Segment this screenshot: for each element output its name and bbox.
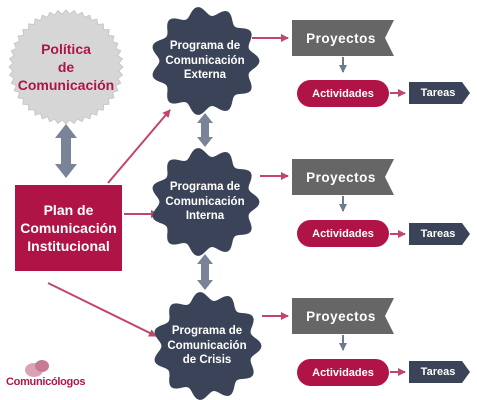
brand-logo-text: Comunicólogos xyxy=(6,376,86,388)
plan-box xyxy=(15,185,122,271)
actividades-label: Actividades xyxy=(312,227,374,240)
logo-bubbles-icon xyxy=(25,360,49,377)
program-label-line: Programa de xyxy=(169,181,241,194)
arrow-plan-to-externa xyxy=(107,109,171,184)
program-label-line: Comunicación xyxy=(165,54,245,67)
plan-title: Plan de Comunicación Institucional xyxy=(15,185,122,271)
policy-title: Política de Comunicación xyxy=(13,32,119,102)
program-label-interna: Programa de Comunicación Interna xyxy=(158,176,252,228)
proyectos-banner-1 xyxy=(292,20,394,56)
tareas-label: Tareas xyxy=(420,228,456,240)
program-label-line: Externa xyxy=(183,69,227,82)
tareas-label: Tareas xyxy=(420,87,456,99)
double-arrow-externa-interna xyxy=(197,113,213,147)
proyectos-label: Proyectos xyxy=(306,308,376,324)
policy-title-line: Política xyxy=(41,41,91,57)
proyectos-banner-3 xyxy=(292,298,394,334)
program-label-line: de Crisis xyxy=(182,354,232,367)
program-cloud-externa xyxy=(152,7,260,115)
program-label-crisis: Programa de Comunicación de Crisis xyxy=(160,320,254,372)
program-label-line: Programa de xyxy=(171,325,243,338)
tareas-tag-3 xyxy=(409,361,470,383)
proyectos-banner-2 xyxy=(292,159,394,195)
actividades-pill-1 xyxy=(297,80,389,107)
tareas-label: Tareas xyxy=(420,366,456,378)
tareas-tag-1 xyxy=(409,82,470,104)
proyectos-label: Proyectos xyxy=(306,169,376,185)
program-label-externa: Programa de Comunicación Externa xyxy=(158,35,252,87)
actividades-label: Actividades xyxy=(312,366,374,379)
actividades-pill-2 xyxy=(297,220,389,247)
program-cloud-crisis xyxy=(154,292,262,400)
plan-title-line: Institucional xyxy=(27,238,110,254)
tareas-tag-2 xyxy=(409,223,470,245)
proyectos-label: Proyectos xyxy=(306,30,376,46)
program-label-line: Programa de xyxy=(169,40,241,53)
plan-title-line: Comunicación xyxy=(20,220,117,236)
double-arrow-policy-plan xyxy=(55,124,77,178)
arrow-plan-to-crisis xyxy=(47,282,157,337)
actividades-pill-3 xyxy=(297,359,389,386)
actividades-label: Actividades xyxy=(312,87,374,100)
plan-title-line: Plan de xyxy=(43,202,94,218)
policy-title-line: Comunicación xyxy=(17,77,115,93)
program-cloud-interna xyxy=(152,148,260,256)
double-arrow-interna-crisis xyxy=(197,254,213,290)
program-label-line: Interna xyxy=(185,210,225,223)
program-label-line: Comunicación xyxy=(167,339,247,352)
program-label-line: Comunicación xyxy=(165,195,245,208)
policy-title-line: de xyxy=(57,59,75,75)
